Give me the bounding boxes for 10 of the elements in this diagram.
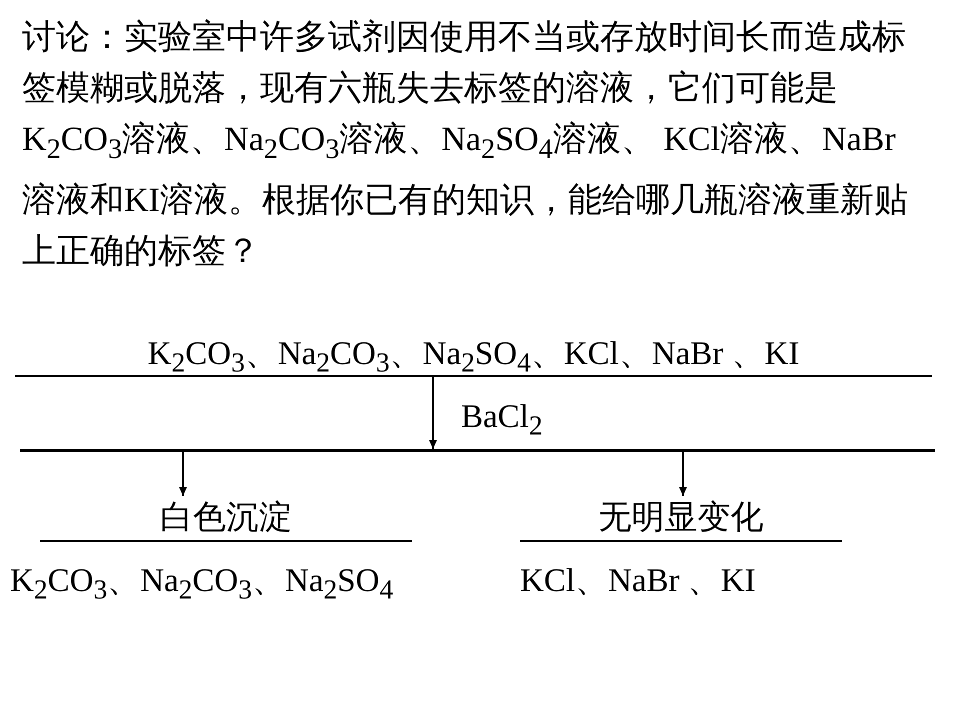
formula-text: K$_{2}$CO$_{3}$、Na$_{2}$CO$_{3}$、Na$_{2}$SO$_{4}$ (10, 562, 394, 606)
arrow (679, 452, 687, 496)
split-bar (20, 449, 935, 452)
title-paragraph: 讨论：实验室中许多试剂因使用不当或存放时间长而造成标签模糊或脱落，现有六瓶失去标签的溶液，它们可能是K$_{2}$CO$_{3}$溶液、Na$_{2}$CO$_{3}$溶液、Na$_{2}$SO$_{4}$溶液、 KCl溶液、NaBr溶液和KI溶液。根据你已有的知识，能给哪几瓶溶液重新贴上正确的标签？ (22, 18, 909, 272)
result-heading: 无明显变化 (520, 496, 842, 542)
formula-text: KCl、NaBr 、KI (520, 562, 757, 601)
formula-line: K$_{2}$CO$_{3}$、Na$_{2}$CO$_{3}$、Na$_{2}$SO$_{4}$、KCl、NaBr 、KI (15, 333, 932, 377)
arrow (429, 377, 437, 449)
result-heading: 白色沉淀 (40, 496, 412, 542)
arrow (179, 452, 187, 496)
